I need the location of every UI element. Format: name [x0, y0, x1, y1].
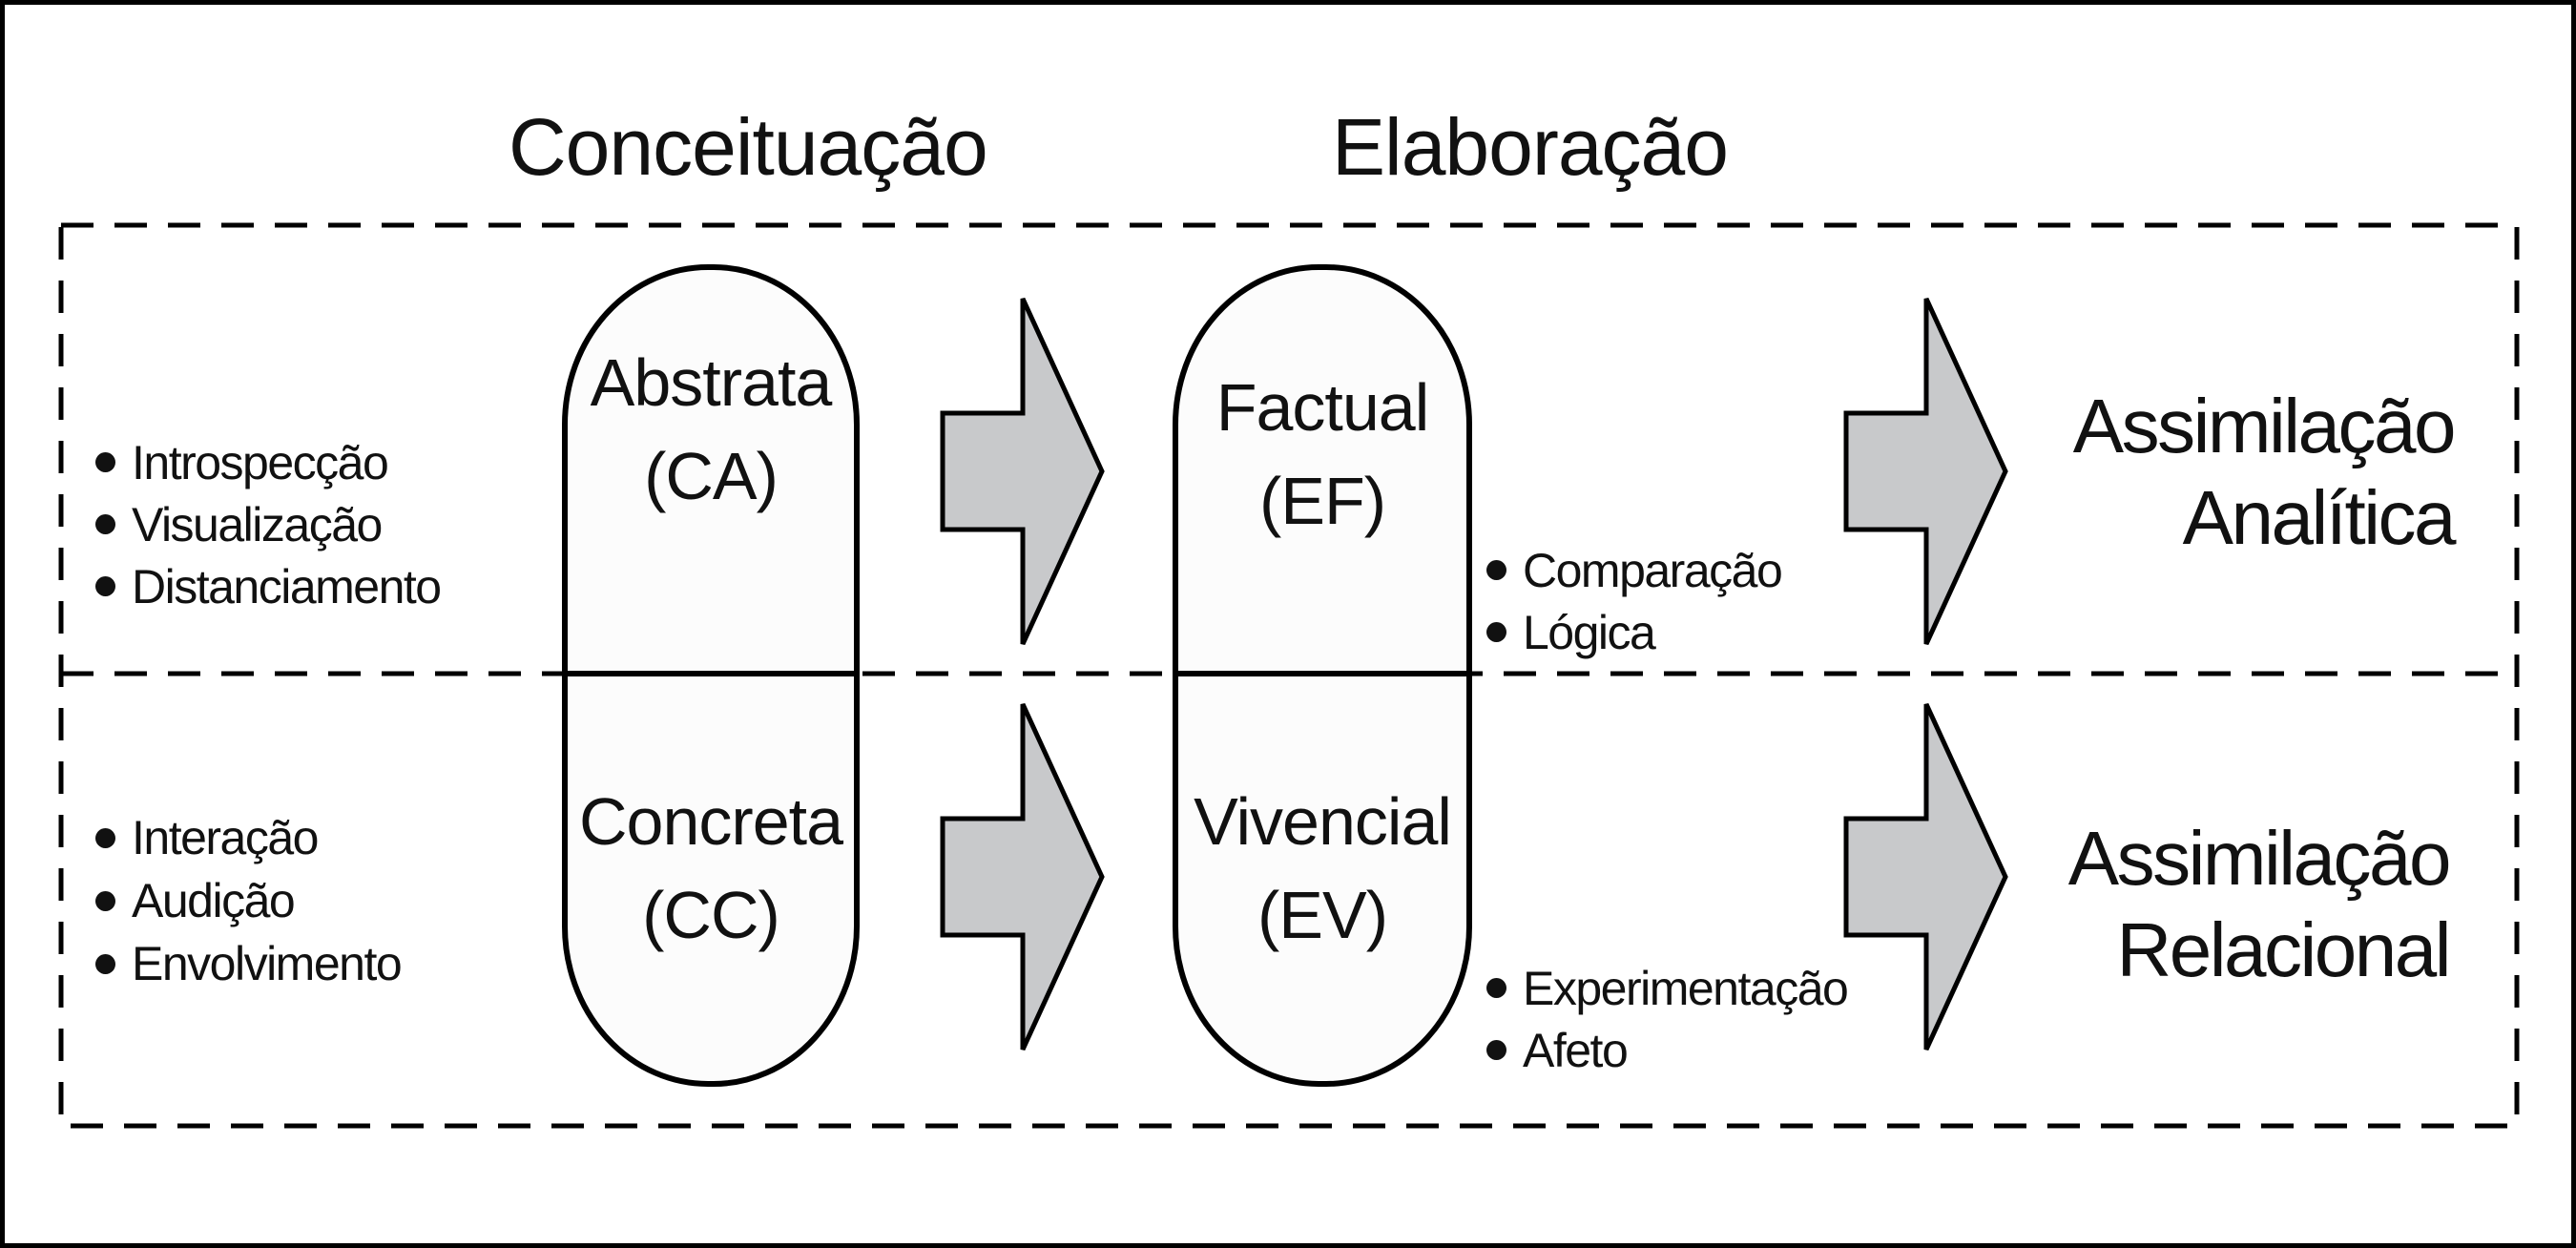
outcome-analytical: Assimilação Analítica [1870, 381, 2457, 564]
bullet-icon [95, 953, 115, 974]
outcome-line: Assimilação [2072, 384, 2457, 468]
list-item-label: Comparação [1523, 543, 1783, 597]
arrow-right-icon [1843, 297, 2008, 646]
list-item-label: Experimentação [1523, 961, 1849, 1015]
pill-title: Concreta [578, 784, 843, 859]
arrow-right-icon [1843, 702, 2008, 1051]
pill-conceituacao-bottom-label: Concreta (CC) [565, 775, 857, 962]
bullet-icon [95, 452, 115, 472]
bullet-icon [1486, 622, 1506, 642]
pill-code: (CA) [644, 439, 779, 513]
list-item-label: Introspecção [132, 435, 389, 489]
pill-code: (EV) [1257, 878, 1388, 952]
outcome-relational: Assimilação Relacional [1865, 813, 2452, 996]
list-item-label: Afeto [1523, 1023, 1629, 1077]
list-item-label: Visualização [132, 497, 383, 551]
column-header-conceituacao: Conceituação [509, 102, 988, 192]
list-item: Experimentação [1486, 957, 1849, 1019]
list-item: Visualização [95, 493, 441, 555]
pill-code: (CC) [642, 878, 780, 952]
column-header-elaboracao: Elaboração [1332, 102, 1729, 192]
list-factual-traits: Comparação Lógica [1486, 539, 1783, 663]
outcome-line: Analítica [2182, 475, 2457, 560]
pill-elaboracao-bottom-label: Vivencial (EV) [1175, 775, 1469, 962]
list-item-label: Audição [132, 874, 296, 927]
list-item-label: Distanciamento [132, 559, 442, 614]
list-abstract-traits: Introspecção Visualização Distanciamento [95, 431, 442, 617]
arrow-right-icon [940, 702, 1105, 1051]
pill-title: Factual [1215, 370, 1430, 445]
list-experiential-traits: Experimentação Afeto [1486, 957, 1849, 1081]
pill-code: (EF) [1258, 464, 1386, 538]
pill-conceituacao-top-label: Abstrata (CA) [565, 336, 857, 523]
bullet-icon [1486, 560, 1506, 580]
list-item: Comparação [1486, 539, 1783, 601]
list-item: Envolvimento [95, 932, 403, 995]
list-item-label: Lógica [1523, 605, 1656, 659]
bullet-icon [1486, 1040, 1506, 1060]
pill-elaboracao-top-label: Factual (EF) [1175, 361, 1469, 548]
list-item: Audição [95, 869, 401, 932]
list-item-label: Interação [132, 811, 319, 864]
bullet-icon [1486, 978, 1506, 998]
list-item-label: Envolvimento [132, 937, 403, 990]
pill-title: Vivencial [1194, 784, 1452, 859]
list-item: Distanciamento [95, 555, 442, 617]
outcome-line: Relacional [2116, 907, 2451, 992]
list-item: Introspecção [95, 431, 441, 493]
bullet-icon [95, 576, 115, 596]
bullet-icon [95, 827, 115, 848]
list-item: Afeto [1486, 1019, 1847, 1081]
bullet-icon [95, 890, 115, 911]
list-concrete-traits: Interação Audição Envolvimento [95, 806, 403, 995]
arrow-right-icon [940, 297, 1105, 646]
list-item: Lógica [1486, 601, 1781, 663]
list-item: Interação [95, 806, 401, 869]
bullet-icon [95, 514, 115, 534]
pill-title: Abstrata [590, 345, 833, 420]
outcome-line: Assimilação [2067, 816, 2452, 901]
